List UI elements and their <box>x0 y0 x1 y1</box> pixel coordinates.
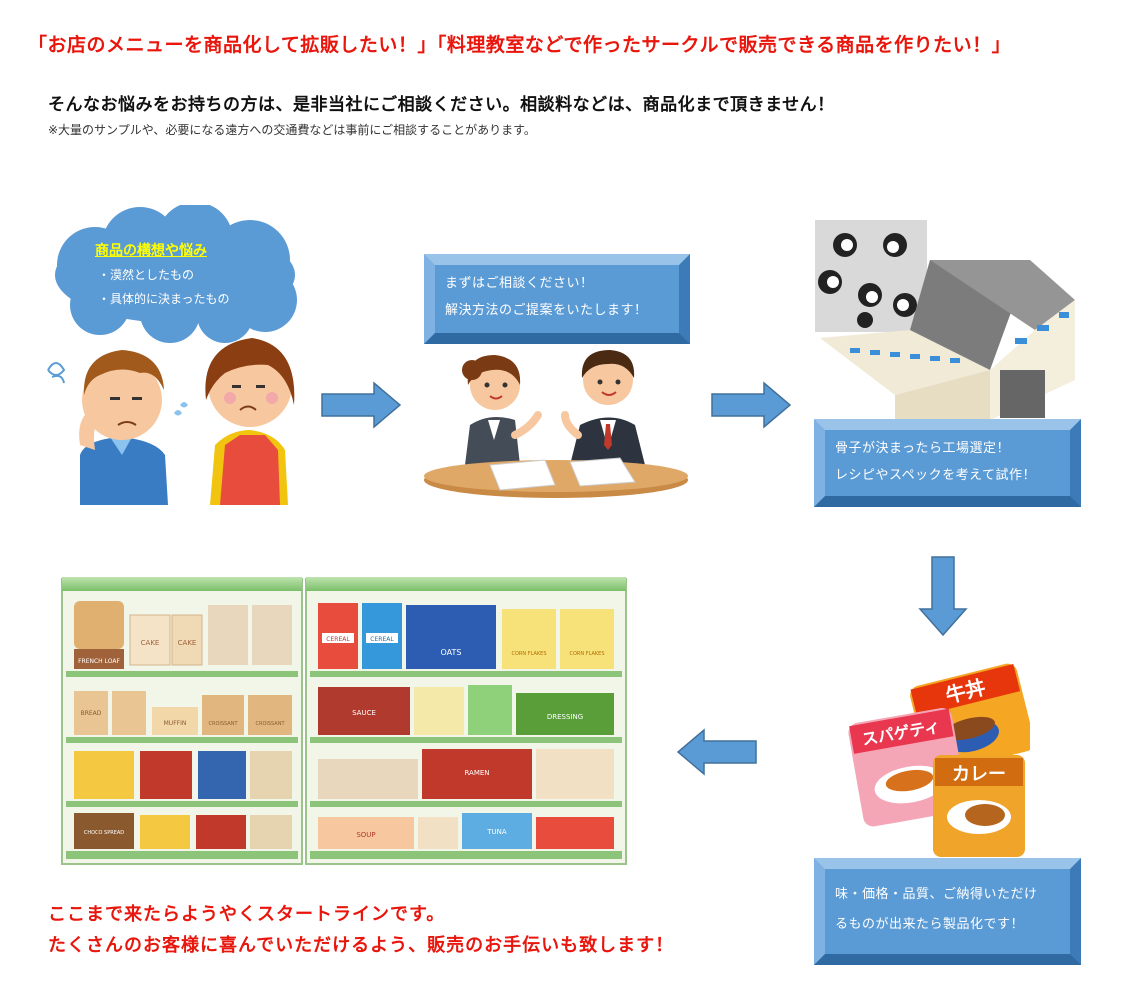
lead-text: そんなお悩みをお持ちの方は、是非当社にご相談ください。相談料などは、商品化まで頂… <box>48 95 835 115</box>
svg-text:CORN FLAKES: CORN FLAKES <box>569 651 604 657</box>
footnote: ※大量のサンプルや、必要になる遠方への交通費などは事前にご相談することがあります… <box>48 123 536 137</box>
svg-text:DRESSING: DRESSING <box>547 713 583 721</box>
svg-text:CEREAL: CEREAL <box>370 636 394 643</box>
svg-text:カレー: カレー <box>952 764 1006 785</box>
arrow-right-icon-2 <box>711 381 792 429</box>
supermarket-shelves-illustration: FRENCH LOAF CAKE CAKE BREAD MUFFIN CROIS… <box>61 577 627 865</box>
svg-text:CEREAL: CEREAL <box>326 636 350 643</box>
step-product-box: 味・価格・品質、ご納得いただけ るものが出来たら製品化です！ <box>814 858 1081 965</box>
svg-text:BREAD: BREAD <box>81 710 102 717</box>
cloud-item-vague: ・漠然としたもの <box>98 268 195 282</box>
svg-text:CROISSANT: CROISSANT <box>208 721 238 727</box>
curry-package: カレー <box>933 755 1025 857</box>
step-product-line-2: るものが出来たら製品化です！ <box>835 917 1025 932</box>
svg-text:CAKE: CAKE <box>141 639 160 647</box>
headline: 「お店のメニューを商品化して拡販したい！」「料理教室などで作ったサークルで販売で… <box>28 34 1012 56</box>
svg-text:CAKE: CAKE <box>178 639 197 647</box>
food-products-illustration: 牛丼 スパゲティ カレー <box>848 663 1030 857</box>
worried-woman <box>205 338 295 505</box>
svg-text:CHOCO SPREAD: CHOCO SPREAD <box>84 830 124 836</box>
arrow-down-icon <box>918 556 968 637</box>
step-consult-line-2: 解決方法のご提案をいたします！ <box>445 303 648 318</box>
meeting-illustration <box>424 350 688 498</box>
cloud-title: 商品の構想や悩み <box>95 243 207 259</box>
worried-couple-illustration <box>47 205 297 505</box>
step-factory-line-2: レシピやスペックを考えて試作！ <box>835 468 1036 483</box>
svg-text:RAMEN: RAMEN <box>464 769 489 777</box>
cloud-item-concrete: ・具体的に決まったもの <box>98 292 230 306</box>
svg-text:OATS: OATS <box>441 648 462 657</box>
svg-text:FRENCH LOAF: FRENCH LOAF <box>78 658 120 665</box>
worried-man <box>79 350 168 505</box>
step-consult-line-1: まずはご相談ください！ <box>445 276 594 291</box>
closing-line-2: たくさんのお客様に喜んでいただけるよう、販売のお手伝いも致します！ <box>48 935 675 956</box>
svg-text:TUNA: TUNA <box>486 828 507 836</box>
svg-text:CORN FLAKES: CORN FLAKES <box>511 651 546 657</box>
step-product-line-1: 味・価格・品質、ご納得いただけ <box>835 887 1038 902</box>
closing-line-1: ここまで来たらようやくスタートラインです。 <box>48 904 446 925</box>
svg-text:SAUCE: SAUCE <box>352 709 376 717</box>
svg-text:CROISSANT: CROISSANT <box>255 721 285 727</box>
svg-text:SOUP: SOUP <box>356 831 375 839</box>
step-factory-box: 骨子が決まったら工場選定！ レシピやスペックを考えて試作！ <box>814 419 1081 507</box>
svg-text:MUFFIN: MUFFIN <box>164 720 187 727</box>
arrow-left-icon <box>676 728 757 776</box>
arrow-right-icon <box>321 381 402 429</box>
factory-illustration <box>815 220 1075 425</box>
step-consult-box: まずはご相談ください！ 解決方法のご提案をいたします！ <box>424 254 690 344</box>
step-factory-line-1: 骨子が決まったら工場選定！ <box>835 441 1010 456</box>
